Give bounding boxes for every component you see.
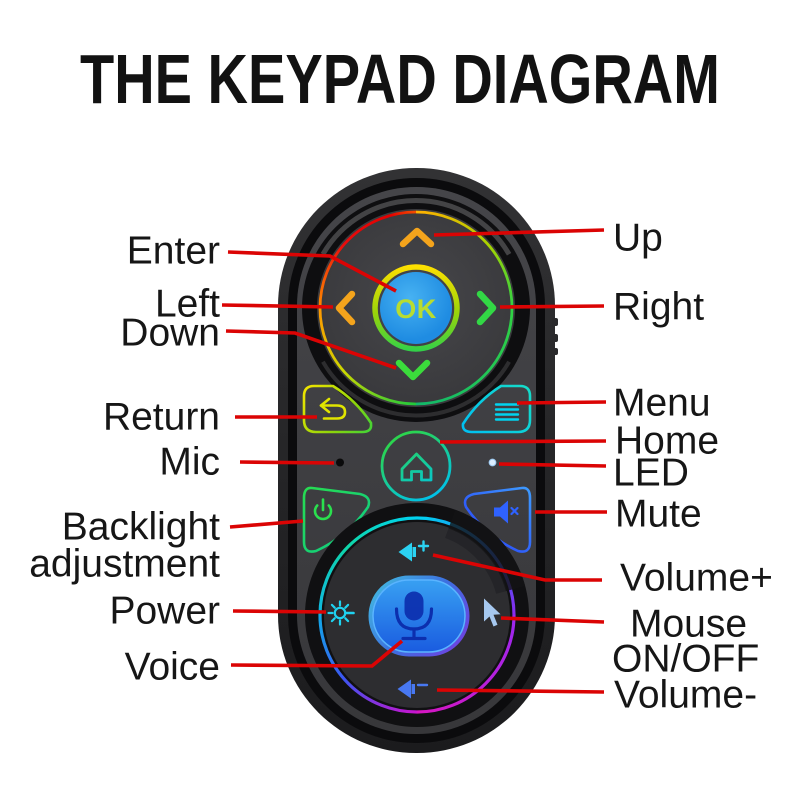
power-icon xyxy=(313,498,333,521)
page-title-text: THE KEYPAD DIAGRAM xyxy=(80,40,720,118)
shadow-arc xyxy=(444,528,506,594)
dpad-cluster: OK xyxy=(302,194,530,422)
callout-enter xyxy=(227,250,397,293)
label-power: Power xyxy=(109,589,220,633)
callout-volume-minus xyxy=(436,688,605,694)
callout-right xyxy=(499,304,605,309)
right-arrow-icon xyxy=(476,290,497,326)
callout-home xyxy=(439,439,607,444)
label-backlight-line1: Backlight xyxy=(61,505,220,549)
dpad-highlight-arc xyxy=(321,360,511,418)
side-ridge xyxy=(552,348,558,355)
label-left: Left xyxy=(154,282,220,326)
home-icon xyxy=(400,452,433,482)
label-voice: Voice xyxy=(124,645,220,689)
label-backlight-line2: adjustment xyxy=(29,542,220,586)
up-arrow-icon xyxy=(399,227,435,248)
backlight-sun-icon xyxy=(327,600,355,626)
left-arrow-icon xyxy=(335,290,356,326)
callout-power xyxy=(232,609,327,614)
page-title: THE KEYPAD DIAGRAM xyxy=(0,44,800,114)
voice-mic-icon xyxy=(394,591,434,641)
callout-volume-plus xyxy=(432,553,602,582)
label-led: LED xyxy=(613,451,689,495)
callout-backlight xyxy=(229,519,304,529)
callout-mic xyxy=(239,460,335,465)
mic-hole xyxy=(336,458,344,467)
callout-led xyxy=(498,462,607,468)
side-ridge xyxy=(552,318,558,326)
return-icon xyxy=(319,397,347,420)
power-button xyxy=(302,486,371,553)
dpad-highlight-arc xyxy=(320,198,512,256)
volume-minus-icon xyxy=(397,679,429,699)
menu-button xyxy=(461,384,532,434)
return-button xyxy=(302,384,373,434)
label-home: Home xyxy=(615,419,720,463)
label-up: Up xyxy=(613,216,663,260)
callout-up xyxy=(433,228,605,237)
callout-left xyxy=(221,303,334,309)
dpad-rgb-ring xyxy=(318,210,514,406)
led-indicator xyxy=(488,458,497,467)
label-mouse-line1: Mouse xyxy=(630,602,748,646)
label-enter: Enter xyxy=(126,229,220,273)
down-arrow-icon xyxy=(395,359,431,381)
callout-down xyxy=(225,329,397,370)
shadow-arc xyxy=(448,509,526,592)
label-mic: Mic xyxy=(159,440,220,484)
volume-plus-icon xyxy=(398,540,430,562)
menu-icon xyxy=(494,403,520,421)
callout-mouse xyxy=(500,616,605,624)
mouse-cursor-icon xyxy=(484,598,501,627)
label-volume-minus: Volume- xyxy=(614,673,758,717)
label-mute: Mute xyxy=(615,492,702,536)
label-volume-plus: Volume+ xyxy=(620,556,773,600)
callout-lines xyxy=(221,228,607,694)
label-down: Down xyxy=(120,311,220,355)
mute-icon xyxy=(494,500,519,524)
label-mouse-line2: ON/OFF xyxy=(612,637,760,681)
home-button xyxy=(380,430,452,502)
callout-menu xyxy=(516,400,607,405)
side-ridge xyxy=(552,334,558,342)
label-return: Return xyxy=(102,395,220,439)
ok-label: OK xyxy=(395,294,437,324)
ok-button xyxy=(380,272,452,344)
label-right: Right xyxy=(613,285,705,329)
label-menu: Menu xyxy=(613,381,711,425)
voice-cluster xyxy=(305,503,529,727)
ok-button-ring xyxy=(372,264,460,352)
callout-voice xyxy=(230,639,404,668)
voice-button-glow xyxy=(368,575,470,657)
mute-button xyxy=(463,486,532,553)
